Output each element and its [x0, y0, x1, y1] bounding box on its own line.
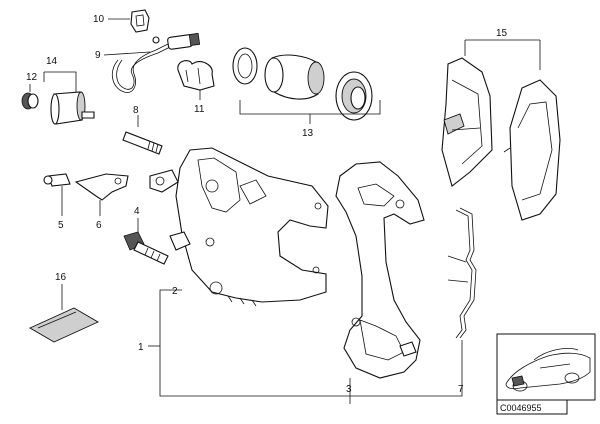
part-5-6-bleeder-bracket [43, 173, 129, 216]
diagram-id-label: C0046955 [500, 403, 542, 413]
part-4-bolt [123, 218, 169, 265]
callout-11: 11 [194, 104, 205, 115]
assembly-bracket [148, 289, 463, 404]
callout-12: 12 [26, 72, 38, 83]
callout-5: 5 [58, 220, 64, 231]
vehicle-inset [496, 333, 596, 415]
callout-3: 3 [346, 384, 352, 395]
callout-1: 1 [138, 342, 144, 353]
part-7-spring [447, 207, 477, 380]
part-8-guide-pin [122, 115, 163, 155]
part-10-clip [108, 9, 150, 33]
part-11-clip [177, 60, 215, 100]
part-12-14-guide-assembly [21, 71, 95, 125]
caliper-carrier [335, 161, 425, 379]
part-16-grease-packet [29, 284, 99, 343]
callout-15: 15 [496, 28, 508, 39]
callout-10: 10 [93, 14, 105, 25]
callout-2: 2 [172, 286, 178, 297]
part-15-brake-pads [441, 39, 561, 221]
callout-7: 7 [458, 384, 464, 395]
callout-4: 4 [134, 206, 140, 217]
callout-16: 16 [55, 272, 67, 283]
callout-14: 14 [46, 56, 58, 67]
part-13-piston-set [232, 47, 381, 124]
caliper-housing [149, 147, 329, 307]
callout-13: 13 [302, 128, 314, 139]
callout-9: 9 [95, 50, 101, 61]
callout-6: 6 [96, 220, 102, 231]
callout-8-upper: 8 [133, 105, 139, 116]
part-9-wear-sensor [103, 32, 201, 93]
